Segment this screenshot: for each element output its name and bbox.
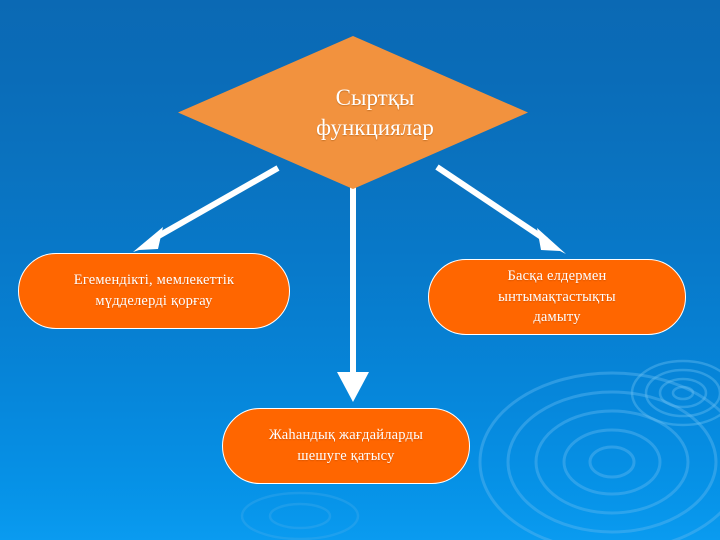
diamond-node-title[interactable]: Сыртқы функциялар <box>178 36 528 189</box>
connector-to-bottom <box>337 186 369 402</box>
node-right-line-2: ынтымақтастықты <box>498 288 616 305</box>
node-left[interactable]: Егемендікті, мемлекеттік мүдделерді қорғ… <box>18 253 290 329</box>
node-bottom-line-1: Жаһандық жағдайларды <box>268 427 424 444</box>
diamond-node-line-1: Сыртқы <box>335 85 415 111</box>
diamond-node-label: Сыртқы функциялар <box>178 36 528 189</box>
node-right-line-3: дамыту <box>533 309 581 326</box>
node-right[interactable]: Басқа елдермен ынтымақтастықты дамыту <box>428 259 686 335</box>
node-bottom[interactable]: Жаһандық жағдайларды шешуге қатысу <box>222 408 470 484</box>
node-right-line-1: Басқа елдермен <box>507 268 607 285</box>
node-bottom-line-2: шешуге қатысу <box>297 448 395 464</box>
node-left-line-1: Егемендікті, мемлекеттік <box>73 272 235 289</box>
node-right-label: Басқа елдермен ынтымақтастықты дамыту <box>498 266 616 328</box>
node-left-line-2: мүдделерді қорғау <box>95 293 213 309</box>
node-bottom-label: Жаһандық жағдайларды шешуге қатысу <box>269 425 423 466</box>
diamond-node-line-2: функциялар <box>316 114 434 140</box>
node-left-label: Егемендікті, мемлекеттік мүдделерді қорғ… <box>74 270 234 311</box>
